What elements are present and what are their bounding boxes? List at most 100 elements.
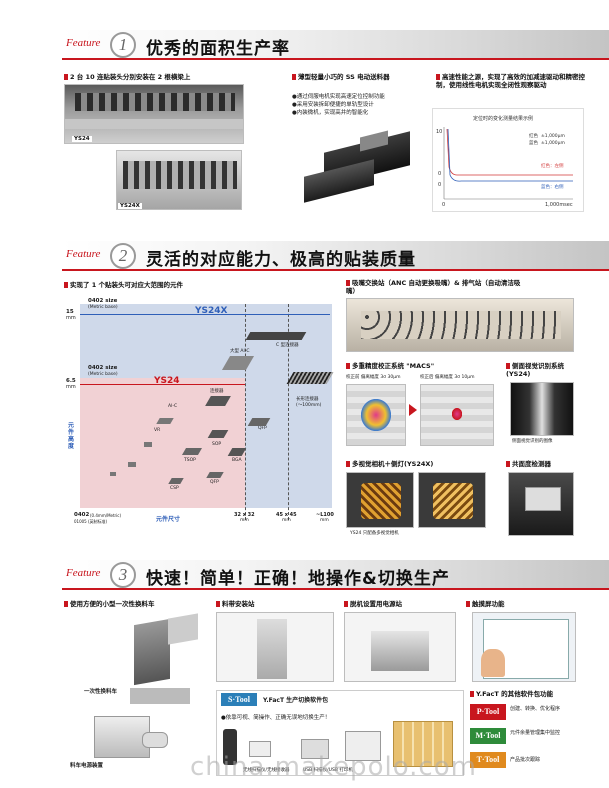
s2-nozzle-caption: 吸嘴交换站（ANC 自动更换吸嘴）& 排气站（自动清洁吸嘴）	[346, 279, 526, 295]
x-tick-sub: (0.4mm/Metric)	[90, 513, 122, 518]
component-label: BGA	[232, 458, 242, 463]
camera-sub: YS24 只配备多视觉相机	[350, 531, 399, 536]
mounting-head-photo-ys24	[64, 84, 244, 144]
macs-after-plot	[420, 384, 494, 446]
touchscreen-photo[interactable]	[472, 612, 576, 682]
tape-station-photo	[216, 612, 334, 682]
other-tools-list: P·Tool 创建、转换、优化程序 M·Tool 元件余量管理集中监控 T·To…	[470, 704, 580, 772]
size-label: 0402 size	[88, 298, 118, 304]
y-tick: 15	[66, 309, 74, 315]
component-label: Al-C	[168, 404, 178, 409]
series-blue-line	[447, 128, 573, 182]
stool-sub-2: USB 扫描仪/USB 打印机	[303, 768, 353, 773]
s1-mid-caption: 薄型轻量小巧的 SS 电动送料器	[292, 73, 412, 81]
macs-before-label: 校正前 偏离幅度 3σ 30μm	[346, 375, 401, 380]
chart-title: 定位时的变化测量结果示例	[473, 115, 533, 122]
feature-word: Feature	[66, 248, 101, 260]
component-label: TSOP	[184, 458, 196, 463]
legend-entry: ±1,000μm	[541, 140, 565, 146]
x-tick-unit: mm	[240, 518, 249, 523]
component-label: 长形连接器	[296, 397, 319, 402]
section-1-banner: Feature 1 优秀的面积生产率	[62, 30, 609, 60]
x-tick-sub: 01005 (英制标准)	[74, 519, 108, 524]
legend-prefix: 红色	[529, 132, 538, 139]
component-label: 大型 Al-C	[230, 349, 250, 354]
s3-touch-caption: 触摸屏功能	[466, 600, 576, 608]
cart-label: 一次性换料车	[84, 689, 118, 695]
s3-other-caption: Y.FacT 的其他软件包功能	[470, 690, 580, 698]
multi-camera-photo-1	[346, 472, 414, 528]
power-unit-photo	[76, 710, 172, 768]
stool-title: Y.FacT 生产切换软件包	[263, 697, 329, 704]
component-label: QFP	[258, 426, 267, 431]
section-3-banner: Feature 3 快速！简单！正确！地操作&切换生产	[62, 560, 609, 590]
section-number: 3	[110, 562, 136, 588]
size-sub: (Metric base)	[88, 305, 118, 310]
s1-right-caption: 高速性能之源，实现了高效的加减速驱动和精密控制，使用线性电机实现全闭性观察驱动	[436, 73, 585, 89]
s3-station-caption: 料带安装站	[216, 600, 336, 608]
coplanarity-photo	[508, 472, 574, 536]
y-tick: 6.5	[66, 378, 76, 384]
watermark: china.makepolo.com	[190, 752, 477, 782]
mounting-head-photo-ys24x	[116, 150, 242, 210]
mtool-logo: M·Tool	[470, 728, 506, 744]
s3-setting-caption: 脱机设置用电源站	[344, 600, 464, 608]
x-tick-unit: mm	[282, 518, 291, 523]
legend-entry: 蓝色：右侧	[541, 183, 564, 190]
s2-cam-caption: 多视觉相机＋侧灯(YS24X)	[346, 460, 496, 468]
feature-word: Feature	[66, 37, 101, 49]
x-tick-unit: mm	[320, 518, 329, 523]
y-tick-label: 0	[438, 171, 441, 177]
s2-side-caption: 侧面视觉识别系统 (YS24)	[506, 362, 576, 378]
x-tick: 45 x 45	[276, 512, 297, 518]
series-red-line	[446, 128, 573, 176]
y-tick-unit: mm	[66, 384, 76, 390]
arrow-right-icon	[409, 404, 417, 416]
section-title: 优秀的面积生产率	[146, 39, 290, 59]
component-label: SOP	[212, 442, 222, 447]
feeder-cart-photo	[120, 612, 204, 712]
legend-entry: 红色：左侧	[541, 162, 564, 169]
y-tick-unit: mm	[66, 315, 76, 321]
y-tick-label: 0	[438, 182, 441, 188]
component-range-diagram: YS24X YS24 0402 size (Metric base) 0402 …	[64, 292, 336, 524]
x-tick-label: 1,000msec	[545, 202, 573, 208]
component-label: (～100mm)	[296, 403, 322, 408]
component-label: C 型连接器	[276, 343, 299, 348]
ttool-logo: T·Tool	[470, 752, 506, 768]
section-number: 2	[110, 243, 136, 269]
ptool-logo: P·Tool	[470, 704, 506, 720]
y-axis-title: 元件高度	[68, 422, 75, 450]
ptool-desc: 创建、转换、优化程序	[510, 706, 561, 712]
size-sub: (Metric base)	[88, 372, 118, 377]
multi-camera-photo-2	[418, 472, 486, 528]
section-number: 1	[110, 32, 136, 58]
feature-word: Feature	[66, 567, 101, 579]
macs-after-label: 校正后 偏离幅度 3σ 10μm	[420, 375, 475, 380]
ys24-tag: YS24	[72, 136, 92, 142]
positioning-chart: 定位时的变化测量结果示例 10 0 0 0 1,000msec 红色 ±1,00…	[432, 108, 584, 212]
section-title: 灵活的对应能力、极高的贴装质量	[146, 250, 416, 270]
component-label: CSP	[170, 486, 179, 491]
stool-panel: S·Tool Y.FacT 生产切换软件包 ●依靠可视、简操作、正确无误地切换生…	[216, 690, 464, 776]
stool-logo: S·Tool	[221, 693, 257, 706]
ttool-desc: 产品批次跟踪	[510, 757, 541, 763]
component-label: 连接器	[210, 389, 224, 394]
section-title: 快速！简单！正确！地操作&切换生产	[146, 569, 450, 589]
positioning-chart-svg: 定位时的变化测量结果示例 10 0 0 0 1,000msec 红色 ±1,00…	[436, 115, 573, 208]
power-label: 料车电源装置	[70, 763, 104, 769]
side-vision-photo	[510, 382, 574, 436]
macs-before-plot	[346, 384, 406, 446]
side-vision-sub: 侧面视觉识别的图像	[512, 439, 553, 444]
s3-cart-caption: 使用方便的小型一次性换料车	[64, 600, 214, 608]
s2-range-caption: 实现了 1 个贴装头可对应大范围的元件	[64, 281, 324, 289]
s1-bullet-2: ●采用安装拆卸便捷的单轨型设计	[292, 102, 374, 108]
s1-bullet-1: ●通过伺服电机实现高速定位控制功能	[292, 94, 385, 100]
s2-coplanarity-caption: 共面度检测器	[506, 460, 576, 468]
electric-feeder-photo	[296, 128, 418, 210]
legend-prefix: 蓝色	[529, 139, 538, 146]
size-label: 0402 size	[88, 365, 118, 371]
ys24x-tag: YS24X	[118, 203, 142, 209]
x-tick: 0402	[74, 512, 90, 518]
x-axis-title: 元件尺寸	[156, 516, 181, 523]
